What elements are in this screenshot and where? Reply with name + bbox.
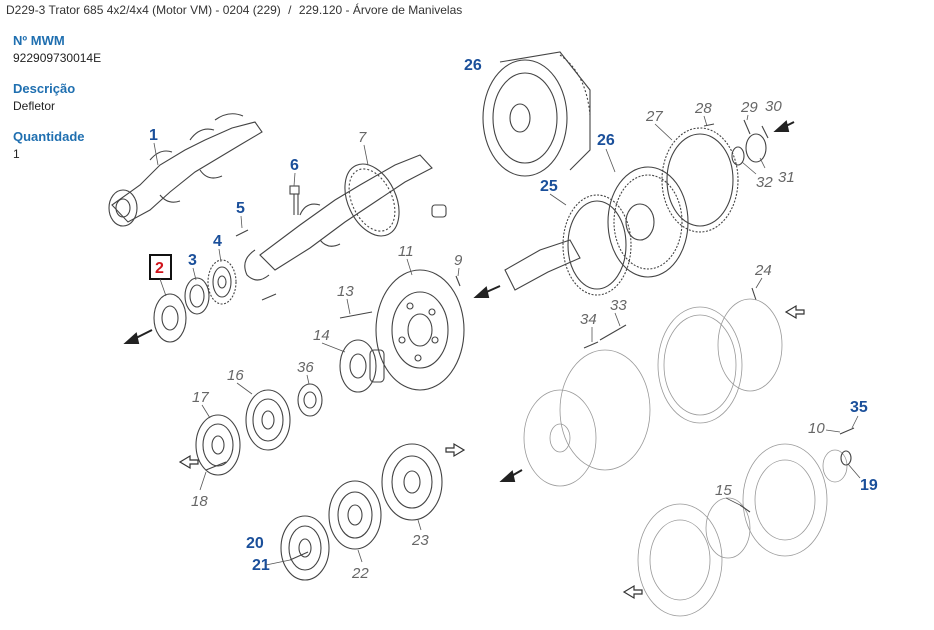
callout-15[interactable]: 15: [715, 482, 732, 499]
part-4-gear[interactable]: [207, 259, 237, 305]
part-pin-small[interactable]: [261, 293, 277, 301]
part-26-flywheel-housing[interactable]: [482, 51, 591, 177]
part-6-bolt[interactable]: [289, 185, 300, 215]
callout-13[interactable]: 13: [337, 283, 354, 300]
callout-10[interactable]: 10: [808, 420, 825, 437]
part-20-pulley[interactable]: [280, 515, 330, 581]
callout-14[interactable]: 14: [313, 327, 330, 344]
part-18-bolt[interactable]: [205, 461, 227, 471]
callout-9[interactable]: 9: [454, 252, 463, 269]
part-23-pulley[interactable]: [381, 443, 443, 521]
part-31-plate[interactable]: [745, 133, 767, 163]
callout-31[interactable]: 31: [778, 169, 795, 186]
callout-20[interactable]: 20: [246, 535, 264, 552]
arrow-hollow-pulley-23: [445, 442, 466, 458]
part-24-screw[interactable]: [751, 287, 757, 301]
part-21-bolt[interactable]: [289, 551, 309, 561]
part-9-screw[interactable]: [455, 275, 461, 287]
callout-16[interactable]: 16: [227, 367, 244, 384]
callout-21[interactable]: 21: [252, 557, 270, 574]
part-36-bushing[interactable]: [297, 383, 323, 417]
part-crankshaft-rear[interactable]: [504, 239, 581, 291]
callout-17[interactable]: 17: [192, 389, 209, 406]
callout-11[interactable]: 11: [398, 243, 414, 260]
part-13-bolt[interactable]: [339, 311, 373, 319]
breadcrumb-separator: /: [288, 3, 292, 17]
callout-4[interactable]: 4: [213, 233, 222, 250]
part-11-damper-disc[interactable]: [375, 269, 465, 391]
callout-24[interactable]: 24: [754, 262, 772, 279]
arrow-damper: [473, 285, 501, 298]
alt-damper-assembly: [637, 443, 848, 617]
part-32-bearing[interactable]: [731, 146, 745, 166]
part-22-pulley[interactable]: [328, 480, 382, 550]
callout-18[interactable]: 18: [191, 493, 208, 510]
arrow-deflector: [123, 329, 153, 344]
callout-22[interactable]: 22: [351, 565, 369, 582]
description-value: Defletor: [13, 99, 56, 113]
mwm-value: 922909730014E: [13, 51, 102, 65]
part-34-bolt[interactable]: [583, 341, 599, 349]
description-label: Descrição: [13, 81, 76, 96]
callout-32[interactable]: 32: [756, 174, 773, 191]
callout-30[interactable]: 30: [765, 98, 782, 115]
callout-7[interactable]: 7: [358, 129, 367, 146]
part-10-screw[interactable]: [839, 427, 855, 435]
part-3-ring[interactable]: [184, 277, 210, 315]
part-29-screw[interactable]: [743, 119, 751, 135]
callout-26-top[interactable]: 26: [464, 57, 482, 74]
quantity-label: Quantidade: [13, 129, 85, 144]
part-info-panel: Nº MWM 922909730014E Descrição Defletor …: [13, 33, 143, 177]
callout-34[interactable]: 34: [580, 311, 597, 328]
part-27-ring-gear[interactable]: [661, 127, 739, 233]
breadcrumb: D229-3 Trator 685 4x2/4x4 (Motor VM) - 0…: [6, 3, 462, 17]
callout-2[interactable]: 2: [155, 260, 164, 277]
leader-lines: [153, 114, 861, 566]
part-1-crankshaft[interactable]: [108, 113, 263, 227]
callout-5[interactable]: 5: [236, 200, 245, 217]
arrow-hollow-alt-damper: [622, 584, 643, 600]
callout-27[interactable]: 27: [645, 108, 663, 125]
callout-19[interactable]: 19: [860, 477, 878, 494]
part-33-bolt[interactable]: [599, 324, 627, 341]
mwm-label: Nº MWM: [13, 33, 65, 48]
callout-23[interactable]: 23: [411, 532, 429, 549]
arrow-hollow-pulley-17: [178, 454, 199, 470]
callout-25[interactable]: 25: [540, 178, 558, 195]
callout-3[interactable]: 3: [188, 252, 197, 269]
part-26-flywheel[interactable]: [607, 166, 689, 278]
callout-35[interactable]: 35: [850, 399, 868, 416]
arrow-alt-flywheel: [499, 469, 523, 482]
arrow-hollow-24: [784, 304, 805, 320]
highlight-box-part-2: [149, 254, 172, 280]
part-14-hub[interactable]: [339, 339, 385, 393]
part-17-pulley[interactable]: [195, 414, 241, 476]
callout-29[interactable]: 29: [740, 99, 758, 116]
part-7-crankshaft-gear[interactable]: [244, 154, 447, 281]
part-16-pulley[interactable]: [245, 389, 291, 451]
arrow-rear-fittings: [773, 120, 795, 132]
part-25-ring-gear[interactable]: [562, 194, 632, 296]
callout-36[interactable]: 36: [297, 359, 314, 376]
breadcrumb-section[interactable]: 229.120 - Árvore de Manivelas: [298, 3, 463, 17]
breadcrumb-model[interactable]: D229-3 Trator 685 4x2/4x4 (Motor VM) - 0…: [6, 3, 281, 17]
callout-33[interactable]: 33: [610, 297, 627, 314]
part-5-pin[interactable]: [235, 229, 249, 237]
callout-28[interactable]: 28: [694, 100, 712, 117]
part-2-deflector[interactable]: [153, 293, 187, 343]
part-30-bolt[interactable]: [761, 125, 769, 139]
part-15-pin[interactable]: [739, 504, 751, 513]
part-19-ring[interactable]: [840, 450, 852, 466]
part-28-pin[interactable]: [703, 123, 715, 127]
quantity-value: 1: [13, 147, 20, 161]
callout-1[interactable]: 1: [149, 127, 158, 144]
callout-6[interactable]: 6: [290, 157, 299, 174]
alt-flywheel-assembly: [523, 298, 783, 487]
callout-26-mid[interactable]: 26: [597, 132, 615, 149]
